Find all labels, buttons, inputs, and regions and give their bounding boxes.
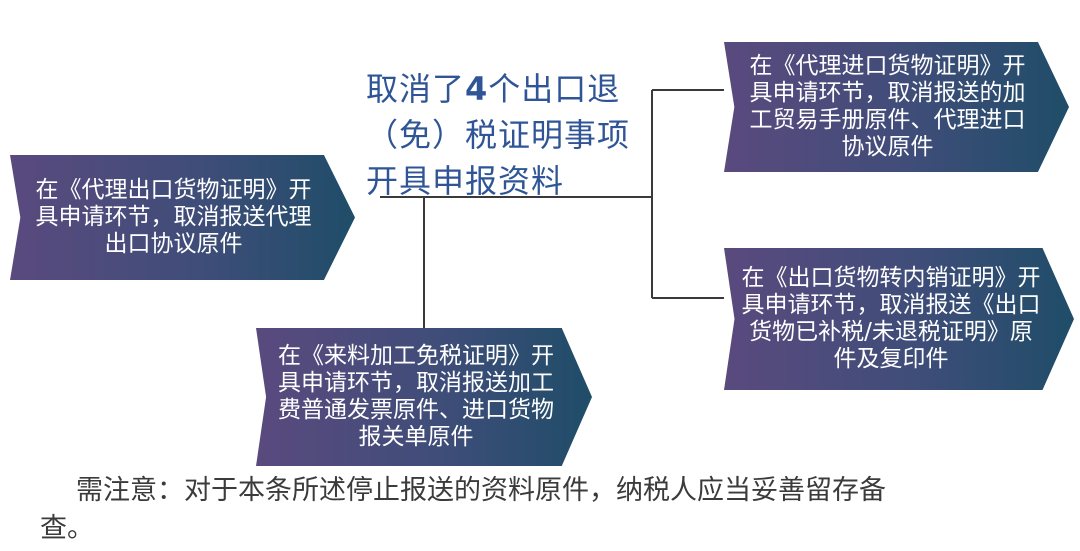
diagram-title: 取消了4个出口退 （免）税证明事项 开具申报资料 <box>366 66 666 204</box>
box-agent-import-certificate: 在《代理进口货物证明》开具申请环节，取消报送的加工贸易手册原件、代理进口协议原件 <box>724 42 1069 172</box>
title-line-2: （免）税证明事项 <box>366 116 631 154</box>
box-agent-export-text: 在《代理出口货物证明》开具申请环节，取消报送代理出口协议原件 <box>35 177 312 257</box>
box-export-to-domestic-certificate: 在《出口货物转内销证明》开具申请环节，取消报送《出口货物已补税/未退税证明》原件… <box>724 248 1074 390</box>
box-processing-text: 在《来料加工免税证明》开具申请环节，取消报送加工费普通发票原件、进口货物报关单原… <box>278 343 554 450</box>
title-prefix: 取消了 <box>366 70 466 108</box>
box-processing-tax-exemption-certificate: 在《来料加工免税证明》开具申请环节，取消报送加工费普通发票原件、进口货物报关单原… <box>256 328 592 466</box>
title-suffix: 个出口退 <box>488 70 621 108</box>
footer-note: 需注意：对于本条所述停止报送的资料原件，纳税人应当妥善留存备查。 <box>40 475 886 544</box>
title-number: 4 <box>465 70 489 108</box>
box-agent-export-certificate: 在《代理出口货物证明》开具申请环节，取消报送代理出口协议原件 <box>10 155 355 280</box>
box-export-domestic-text: 在《出口货物转内销证明》开具申请环节，取消报送《出口货物已补税/未退税证明》原件… <box>741 265 1041 372</box>
title-line-1: 取消了4个出口退 <box>366 70 620 108</box>
title-line-3: 开具申报资料 <box>366 162 565 200</box>
box-agent-import-text: 在《代理进口货物证明》开具申请环节，取消报送的加工贸易手册原件、代理进口协议原件 <box>749 53 1026 160</box>
